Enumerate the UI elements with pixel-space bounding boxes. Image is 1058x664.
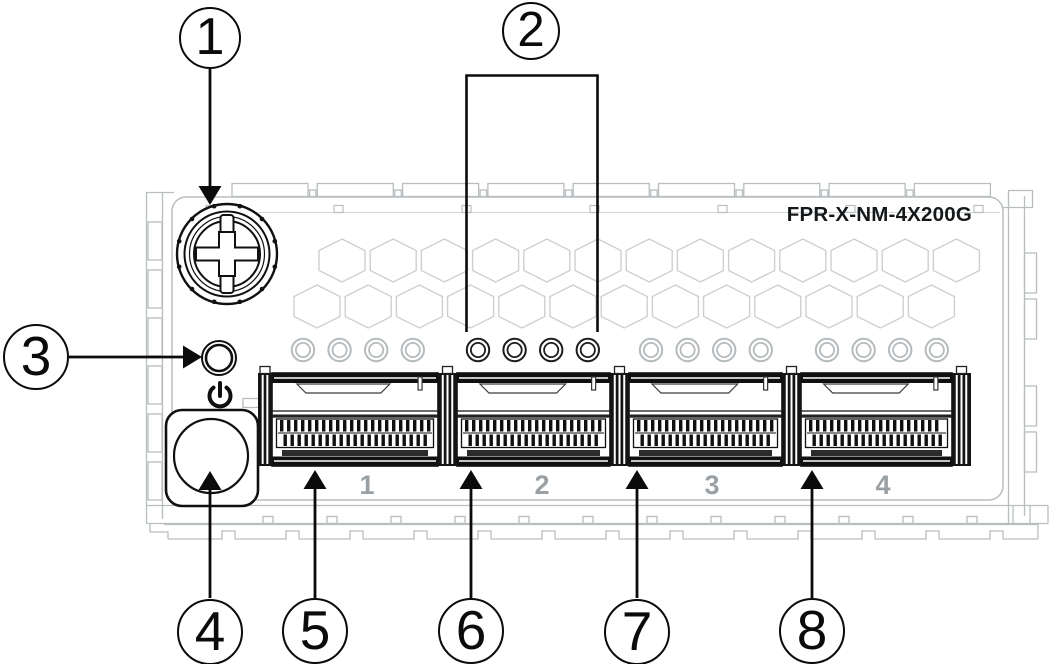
callout-number: 4: [194, 599, 226, 662]
callout-lines: [69, 69, 824, 598]
callout-number: 7: [621, 599, 653, 662]
callout-number: 8: [796, 598, 828, 661]
callout-number: 2: [517, 2, 545, 57]
chassis-frame: [145, 182, 1049, 540]
callout-4: 4: [177, 599, 243, 664]
module-model-label: FPR-X-NM-4X200G: [786, 203, 972, 226]
port-cages: [258, 365, 971, 467]
port-label-3: 3: [704, 470, 720, 500]
callout-number: 1: [195, 8, 225, 66]
port-label-2: 2: [534, 470, 550, 500]
callout-2: 2: [502, 2, 560, 60]
led-row: [290, 337, 949, 363]
power-led-and-icon: [201, 340, 237, 409]
thumbscrew-icon: [175, 202, 279, 306]
port-label-1: 1: [359, 470, 375, 500]
callout-6: 6: [438, 598, 504, 664]
port-label-4: 4: [875, 470, 891, 500]
hex-vent-pattern: [293, 238, 981, 329]
callout-5: 5: [282, 598, 348, 664]
callout-7: 7: [604, 599, 670, 664]
callout-8: 8: [779, 598, 845, 664]
callout-number: 6: [455, 598, 487, 661]
pull-handle-icon: [164, 408, 260, 508]
callout-number: 3: [20, 324, 52, 387]
callout-1: 1: [179, 7, 241, 69]
callout-number: 5: [299, 598, 331, 661]
callout-3: 3: [3, 324, 69, 390]
